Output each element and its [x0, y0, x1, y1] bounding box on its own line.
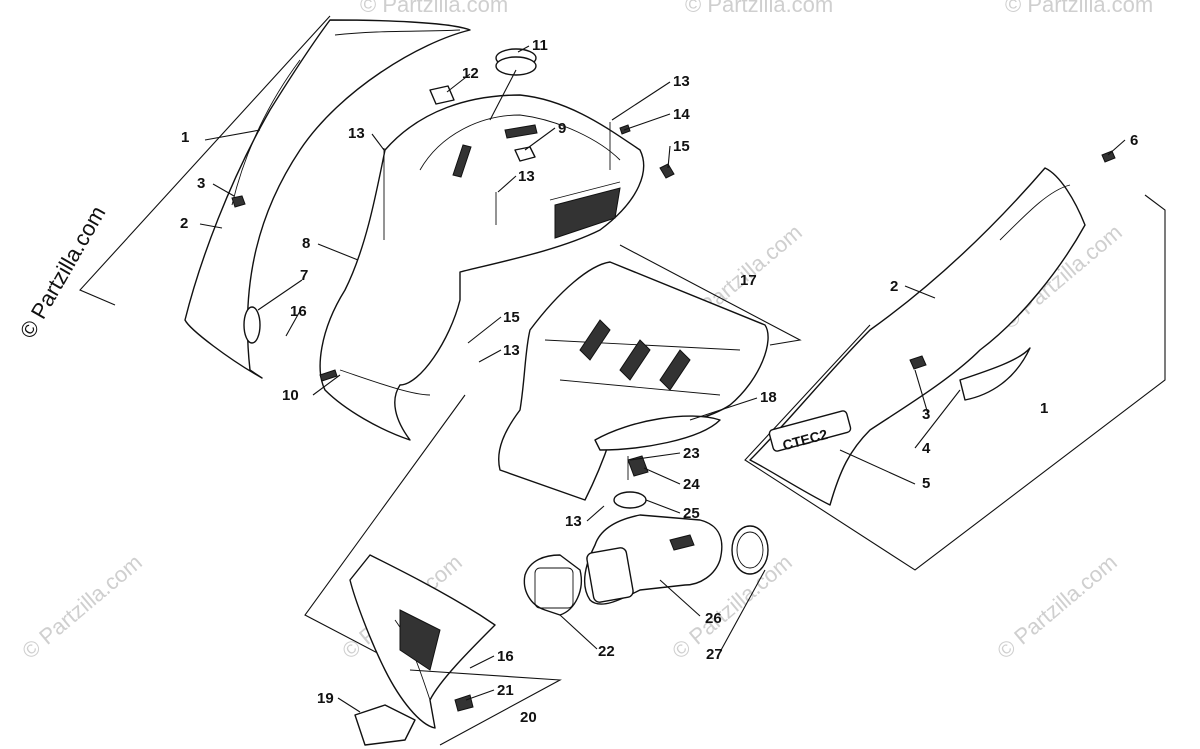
- callout-2: 2: [890, 278, 898, 295]
- callout-8: 8: [302, 235, 310, 252]
- hood-slot: [504, 124, 538, 139]
- callout-17: 17: [740, 272, 757, 289]
- left-oval-decal: [243, 306, 261, 344]
- watermark: © Partzilla.com: [992, 549, 1122, 663]
- callout-15: 15: [673, 138, 690, 155]
- callout-13: 13: [503, 342, 520, 359]
- left-grommet: [231, 195, 246, 208]
- watermark: © Partzilla.com: [1005, 0, 1153, 17]
- callout-18: 18: [760, 389, 777, 406]
- right-side-panel: [749, 167, 1086, 506]
- callout-11: 11: [532, 37, 548, 54]
- pad-9: [514, 146, 536, 162]
- callout-5: 5: [922, 475, 930, 492]
- callout-13: 13: [673, 73, 690, 90]
- callout-1: 1: [181, 129, 189, 146]
- intake-boot-22: [523, 554, 582, 616]
- hood: [319, 94, 645, 441]
- callout-25: 25: [683, 505, 700, 522]
- callout-12: 12: [462, 65, 479, 82]
- airbox-lid: [594, 415, 721, 451]
- emblem-21: [454, 694, 474, 712]
- callout-24: 24: [683, 476, 700, 493]
- airbox-group: [498, 244, 802, 501]
- callout-26: 26: [705, 610, 722, 627]
- callout-16: 16: [290, 303, 307, 320]
- clip-24: [627, 455, 649, 477]
- callout-7: 7: [300, 267, 308, 284]
- callout-13: 13: [348, 125, 365, 142]
- callout-19: 19: [317, 690, 334, 707]
- callout-23: 23: [683, 445, 700, 462]
- front-grille-group: [304, 394, 562, 746]
- callout-15: 15: [503, 309, 520, 326]
- leader-lines: [199, 45, 1126, 713]
- callout-1: 1: [1040, 400, 1048, 417]
- callout-14: 14: [673, 106, 690, 123]
- hood-assembly: [319, 94, 645, 441]
- callout-2: 2: [180, 215, 188, 232]
- callout-3: 3: [197, 175, 205, 192]
- callout-4: 4: [922, 440, 931, 457]
- callout-6: 6: [1130, 132, 1138, 149]
- callout-13: 13: [565, 513, 582, 530]
- callout-13: 13: [518, 168, 535, 185]
- callouts: 1 2 3 7 16 10 8 13 12 11 9 13 13 14 15 6…: [180, 37, 1138, 726]
- right-side-panel-group: CTEC2: [744, 167, 1166, 571]
- callout-22: 22: [598, 643, 615, 660]
- callout-10: 10: [282, 387, 299, 404]
- hood-vent: [554, 187, 621, 239]
- seal-25: [613, 491, 647, 509]
- latch-19: [354, 704, 416, 746]
- callout-27: 27: [706, 646, 723, 663]
- callout-21: 21: [497, 682, 514, 699]
- air-duct-group: [523, 455, 769, 616]
- callout-3: 3: [922, 406, 930, 423]
- left-side-panel-group: [79, 15, 471, 379]
- watermark: © Partzilla.com: [685, 0, 833, 17]
- callout-16: 16: [497, 648, 514, 665]
- clamp-27: [731, 525, 769, 575]
- callout-9: 9: [558, 120, 566, 137]
- right-decal-4: [959, 347, 1031, 401]
- right-grommet: [909, 355, 927, 370]
- watermark: © Partzilla.com: [360, 0, 508, 17]
- watermark: © Partzilla.com: [17, 549, 147, 663]
- pad-12: [429, 85, 455, 105]
- callout-20: 20: [520, 709, 537, 726]
